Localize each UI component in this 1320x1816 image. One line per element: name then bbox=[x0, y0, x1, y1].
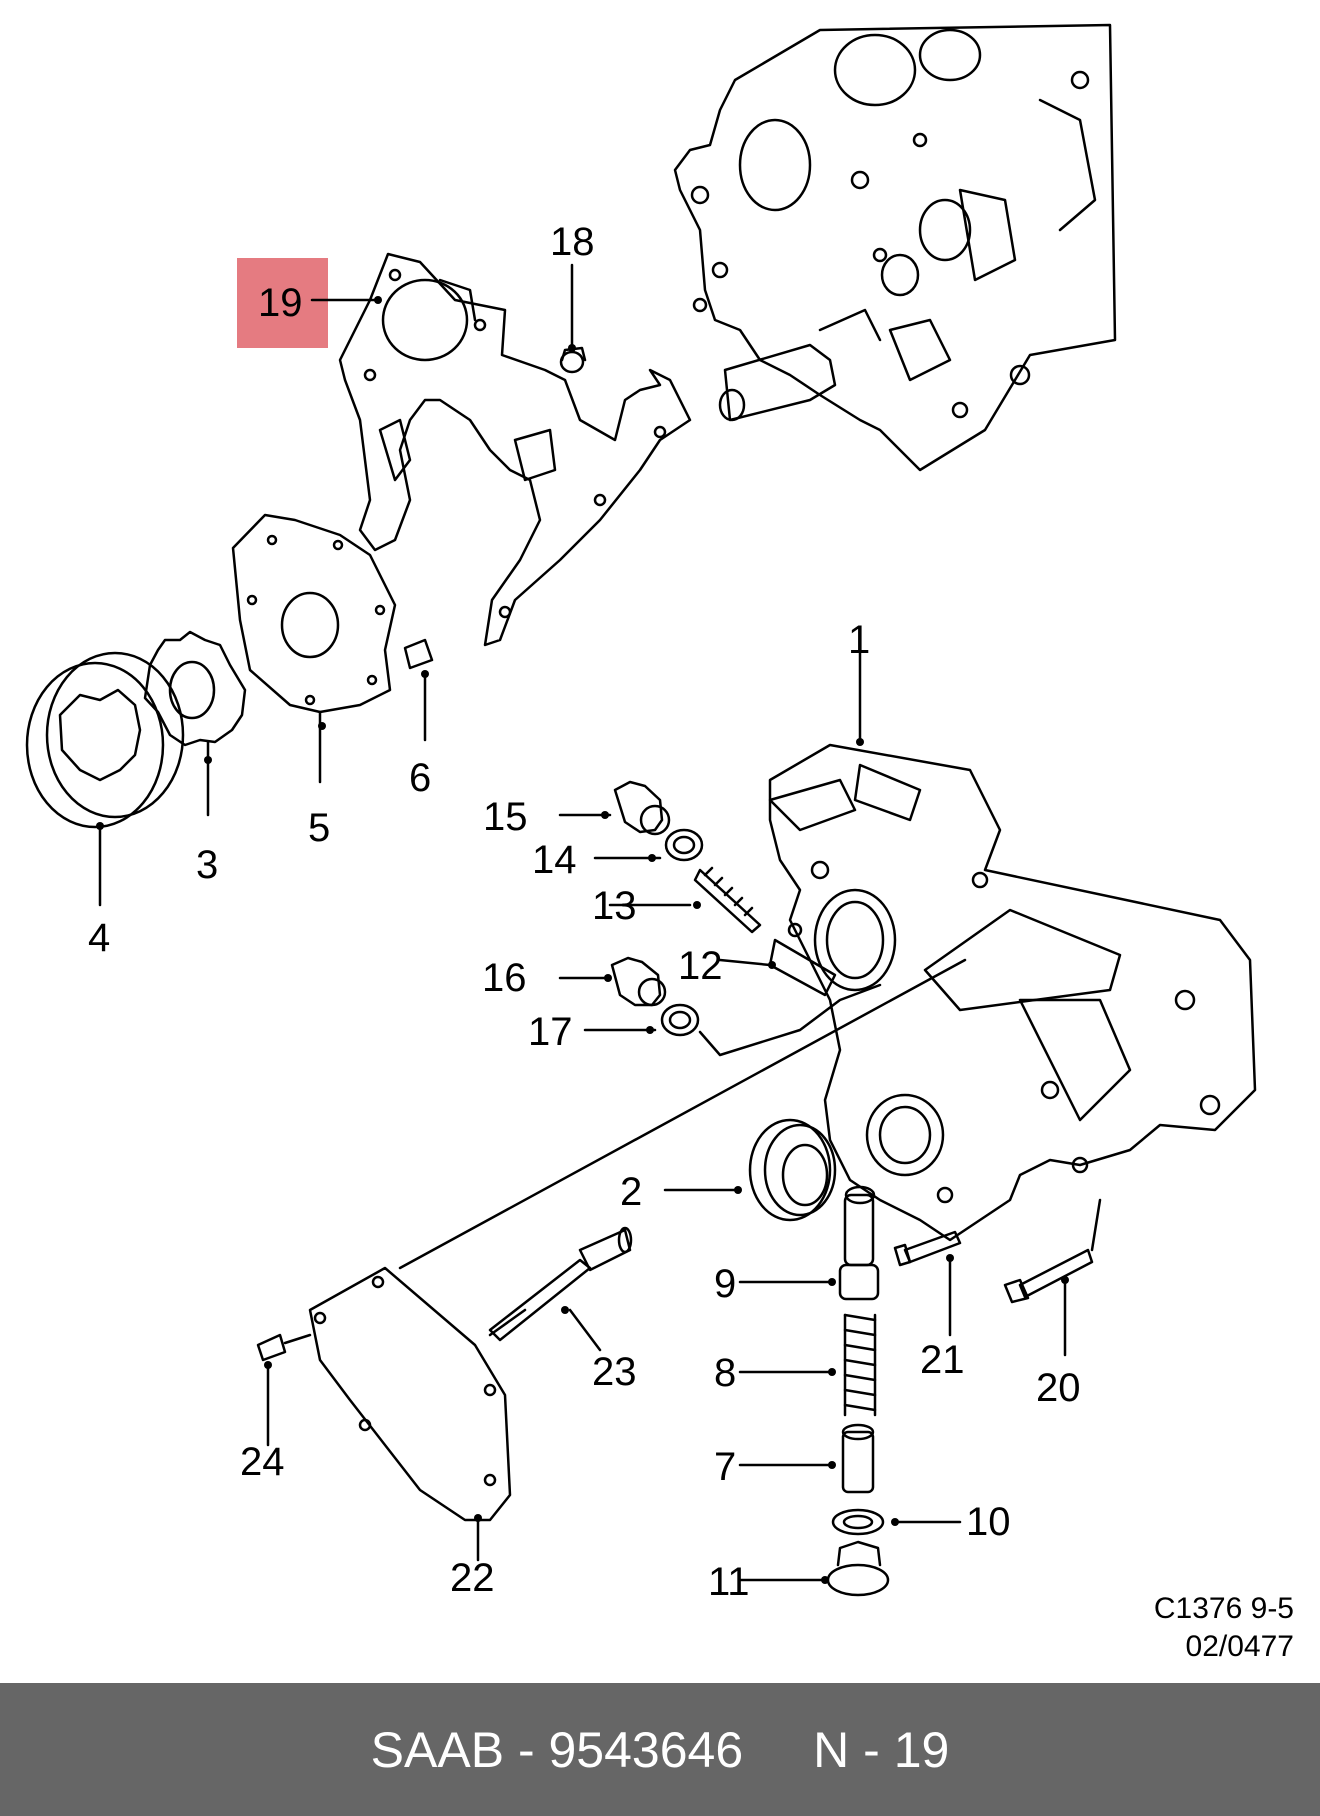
footer-caption: SAAB - 9543646 N - 19 bbox=[0, 1683, 1320, 1816]
callout-5[interactable]: 5 bbox=[308, 806, 331, 850]
callout-24[interactable]: 24 bbox=[240, 1440, 285, 1484]
callout-11[interactable]: 11 bbox=[708, 1560, 750, 1604]
callout-7[interactable]: 7 bbox=[714, 1445, 737, 1489]
part-6-drawing bbox=[403, 638, 434, 742]
drawing-code: C1376 9-5 bbox=[1153, 1592, 1294, 1625]
part-11-plug-drawing bbox=[738, 1540, 890, 1597]
parts-diagram: 19 18 1 6 5 3 4 15 14 13 12 16 17 2 9 8 … bbox=[25, 23, 1294, 1663]
part-21-bolt-drawing bbox=[893, 1230, 962, 1337]
callout-6[interactable]: 6 bbox=[409, 756, 432, 800]
callout-1[interactable]: 1 bbox=[848, 618, 871, 662]
part-13-spring-drawing bbox=[608, 866, 762, 934]
part-9-drawing bbox=[738, 1185, 880, 1301]
position-label: N - 19 bbox=[813, 1721, 950, 1778]
engine-block-drawing bbox=[673, 23, 1117, 472]
part-1-oil-pump-housing-drawing bbox=[768, 638, 1257, 1242]
drawing-date-code: 02/0477 bbox=[1185, 1630, 1294, 1663]
part-15-plug-drawing bbox=[558, 780, 671, 836]
exploded-view-drawing bbox=[25, 23, 1257, 1597]
callout-17[interactable]: 17 bbox=[528, 1010, 573, 1054]
part-22-cover-drawing bbox=[308, 958, 967, 1562]
part-14-seal-drawing bbox=[593, 828, 704, 862]
callout-22[interactable]: 22 bbox=[450, 1556, 495, 1600]
part-10-seal-drawing bbox=[831, 1508, 962, 1536]
part-18-drawing bbox=[559, 263, 587, 374]
callout-15[interactable]: 15 bbox=[483, 795, 528, 839]
callout-23[interactable]: 23 bbox=[592, 1350, 637, 1394]
callout-9[interactable]: 9 bbox=[714, 1262, 737, 1306]
callout-8[interactable]: 8 bbox=[714, 1351, 737, 1395]
part-8-spring-drawing bbox=[738, 1313, 877, 1417]
part-2-seal-drawing bbox=[663, 1118, 837, 1222]
callout-4[interactable]: 4 bbox=[88, 916, 111, 960]
callout-21[interactable]: 21 bbox=[920, 1338, 965, 1382]
callout-18[interactable]: 18 bbox=[550, 220, 595, 264]
part-5-pump-plate-drawing bbox=[231, 513, 397, 784]
part-3-inner-rotor-drawing bbox=[143, 630, 247, 817]
part-19-gasket-drawing bbox=[338, 252, 692, 647]
part-17-seal-drawing bbox=[583, 983, 882, 1057]
callout-20[interactable]: 20 bbox=[1036, 1366, 1081, 1410]
callout-2[interactable]: 2 bbox=[620, 1170, 643, 1214]
callout-10[interactable]: 10 bbox=[966, 1500, 1011, 1544]
callout-16[interactable]: 16 bbox=[482, 956, 527, 1000]
callout-12[interactable]: 12 bbox=[678, 944, 723, 988]
part-12-valve-drawing bbox=[718, 938, 837, 997]
callout-19[interactable]: 19 bbox=[258, 281, 303, 325]
part-7-drawing bbox=[738, 1423, 875, 1494]
part-16-plug-drawing bbox=[558, 956, 667, 1007]
callout-14[interactable]: 14 bbox=[532, 838, 577, 882]
footer-bar: SAAB - 9543646 N - 19 bbox=[0, 1683, 1320, 1816]
part-20-bolt-drawing bbox=[1003, 1198, 1102, 1357]
callout-13[interactable]: 13 bbox=[592, 884, 637, 928]
callout-3[interactable]: 3 bbox=[196, 843, 219, 887]
highlighted-callout-box bbox=[237, 258, 328, 348]
part-23-shaft-drawing bbox=[488, 1226, 633, 1352]
part-number-label: SAAB - 9543646 bbox=[370, 1721, 744, 1778]
part-24-drawing bbox=[256, 1333, 312, 1447]
part-4-outer-rotor-drawing bbox=[25, 651, 185, 907]
